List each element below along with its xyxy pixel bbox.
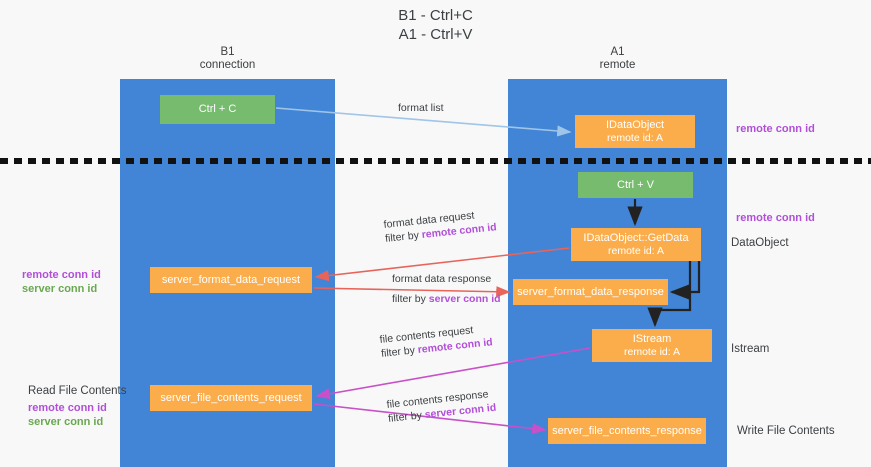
box-istream[interactable]: IStream remote id: A <box>592 329 712 362</box>
annotation-left-remote-conn-id: remote conn id <box>22 269 101 281</box>
column-header-b1-name: B1 <box>220 46 235 58</box>
edge-label-format-list-text: format list <box>398 102 444 114</box>
title-line-1: B1 - Ctrl+C <box>398 7 473 24</box>
box-istream-sub: remote id: A <box>623 345 681 358</box>
box-sfdreq-label: server_format_data_request <box>161 273 301 286</box>
title-line-2: A1 - Ctrl+V <box>398 26 473 43</box>
edge-label-format-data-response-filter: filter by server conn id <box>392 292 501 306</box>
column-header-a1-name: A1 <box>610 46 625 58</box>
annotation-remote-conn-id-mid: remote conn id <box>736 212 815 224</box>
filter-prefix: filter by <box>384 229 423 245</box>
filter-prefix: filter by <box>380 344 419 360</box>
box-sfdresp-label: server_format_data_response <box>517 285 664 298</box>
box-server-file-contents-response[interactable]: server_file_contents_response <box>548 418 706 444</box>
box-ctrl-v-label: Ctrl + V <box>617 178 654 191</box>
annotation-left-server-conn-id: server conn id <box>22 283 98 295</box>
annotation-dataobject: DataObject <box>731 237 789 249</box>
box-ctrl-v[interactable]: Ctrl + V <box>578 172 693 198</box>
box-sfcreq-label: server_file_contents_request <box>160 391 302 404</box>
column-header-b1-role: connection <box>199 59 256 71</box>
box-istream-label: IStream <box>632 332 672 345</box>
phase-divider <box>0 158 871 164</box>
box-server-format-data-request[interactable]: server_format_data_request <box>150 267 312 293</box>
diagram-title: B1 - Ctrl+C A1 - Ctrl+V <box>0 6 871 44</box>
annotation-bottom-conn-ids: remote conn id server conn id <box>28 401 107 429</box>
box-idataobject-sub: remote id: A <box>606 131 664 144</box>
edge-label-file-contents-response: file contents response filter by server … <box>386 387 497 426</box>
filter-prefix: filter by <box>387 409 426 425</box>
box-idataobject-label: IDataObject <box>605 118 665 131</box>
filter-key: server conn id <box>428 293 501 305</box>
annotation-write-file-contents: Write File Contents <box>737 425 835 437</box>
annotation-read-file-contents: Read File Contents <box>28 385 127 397</box>
annotation-remote-conn-id-top: remote conn id <box>736 123 815 135</box>
edge-label-format-list: format list <box>398 101 444 115</box>
filter-prefix: filter by <box>392 293 429 305</box>
box-ctrl-c[interactable]: Ctrl + C <box>160 95 275 124</box>
box-server-file-contents-request[interactable]: server_file_contents_request <box>150 385 312 411</box>
annotation-left-conn-ids: remote conn id server conn id <box>22 268 101 296</box>
annotation-istream: Istream <box>731 343 770 355</box>
edge-label-format-data-response-text: format data response <box>392 273 492 285</box>
edge-label-file-contents-request: file contents request filter by remote c… <box>379 321 493 361</box>
column-header-b1: B1 connection <box>120 46 335 72</box>
box-server-format-data-response[interactable]: server_format_data_response <box>513 279 668 305</box>
annotation-bottom-remote-conn-id: remote conn id <box>28 402 107 414</box>
box-sfcresp-label: server_file_contents_response <box>552 424 702 437</box>
edge-label-format-data-request: format data request filter by remote con… <box>383 206 497 246</box>
box-idataobject-getdata[interactable]: IDataObject::GetData remote id: A <box>571 228 701 261</box>
box-idataobject[interactable]: IDataObject remote id: A <box>575 115 695 148</box>
column-header-a1-role: remote <box>599 59 636 71</box>
box-getdata-sub: remote id: A <box>607 244 665 257</box>
edge-label-format-data-response: format data response filter by server co… <box>392 272 501 306</box>
box-getdata-label: IDataObject::GetData <box>583 231 689 244</box>
annotation-bottom-server-conn-id: server conn id <box>28 416 104 428</box>
box-ctrl-c-label: Ctrl + C <box>198 103 237 115</box>
column-header-a1: A1 remote <box>508 46 727 72</box>
